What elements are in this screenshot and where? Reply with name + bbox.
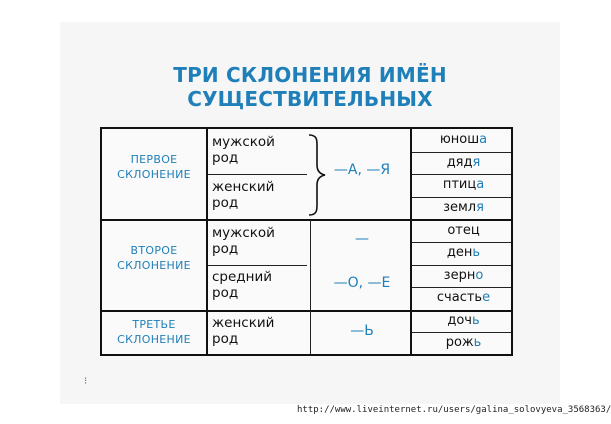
word-cell: отец <box>447 223 480 238</box>
gender-text: средний <box>212 269 273 285</box>
word-divider <box>412 152 511 153</box>
word-divider <box>412 242 511 243</box>
source-url: http://www.liveinternet.ru/users/galina_… <box>297 405 611 415</box>
gender-divider <box>207 265 307 266</box>
brace-icon <box>308 134 326 216</box>
col-divider <box>410 129 412 354</box>
ending-third: —Ь <box>350 323 374 339</box>
col-divider <box>310 220 311 354</box>
gender-text: род <box>212 331 239 347</box>
word-cell: птица <box>442 177 485 192</box>
declension-label: СКЛОНЕНИЕ <box>117 333 191 346</box>
word-divider <box>412 265 511 266</box>
declension-second: ВТОРОЕ СКЛОНЕНИЕ <box>104 243 204 273</box>
gender-text: мужской <box>212 225 275 241</box>
ending-second-neut: —О, —Е <box>333 275 391 291</box>
ending-second-masc: — <box>355 231 369 247</box>
word-divider <box>412 332 511 333</box>
gender-text: род <box>212 195 239 211</box>
ending-first: —А, —Я <box>333 162 391 178</box>
gender-text: род <box>212 285 239 301</box>
word-cell: дочь <box>447 313 480 328</box>
word-cell: день <box>446 245 481 260</box>
gender-text: женский <box>212 179 275 195</box>
declension-third: ТРЕТЬЕ СКЛОНЕНИЕ <box>104 317 204 347</box>
gender-text: женский <box>212 315 275 331</box>
declension-label: СКЛОНЕНИЕ <box>117 259 191 272</box>
row-divider <box>102 219 511 221</box>
gender-cell: женский род <box>212 315 307 347</box>
word-cell: счастье <box>436 290 491 305</box>
word-cell: рожь <box>445 335 482 350</box>
declension-label: СКЛОНЕНИЕ <box>117 168 191 181</box>
gender-cell: средний род <box>212 269 307 301</box>
declension-first: ПЕРВОЕ СКЛОНЕНИЕ <box>104 152 204 182</box>
row-divider <box>102 310 511 312</box>
gender-cell: мужской род <box>212 134 307 166</box>
gender-divider <box>207 174 307 175</box>
gender-text: род <box>212 241 239 257</box>
word-cell: дядя <box>446 155 481 170</box>
declension-table: ПЕРВОЕ СКЛОНЕНИЕ ВТОРОЕ СКЛОНЕНИЕ ТРЕТЬЕ… <box>100 127 513 356</box>
page-title: ТРИ СКЛОНЕНИЯ ИМЁН СУЩЕСТВИТЕЛЬНЫХ <box>60 63 560 111</box>
gender-cell: женский род <box>212 179 307 211</box>
gender-cell: мужской род <box>212 225 307 257</box>
gender-text: род <box>212 150 239 166</box>
word-cell: зерно <box>443 268 484 283</box>
declension-label: ТРЕТЬЕ <box>132 318 176 331</box>
word-cell: земля <box>443 200 484 215</box>
declension-label: ВТОРОЕ <box>130 244 178 257</box>
title-line-2: СУЩЕСТВИТЕЛЬНЫХ <box>187 87 433 111</box>
word-divider <box>412 287 511 288</box>
word-divider <box>412 174 511 175</box>
word-divider <box>412 197 511 198</box>
corner-mark-icon: ⁝ <box>84 376 88 387</box>
gender-text: мужской <box>212 134 275 150</box>
col-divider <box>206 129 208 354</box>
declension-label: ПЕРВОЕ <box>130 153 178 166</box>
word-cell: юноша <box>439 132 488 147</box>
title-line-1: ТРИ СКЛОНЕНИЯ ИМЁН <box>173 63 447 87</box>
